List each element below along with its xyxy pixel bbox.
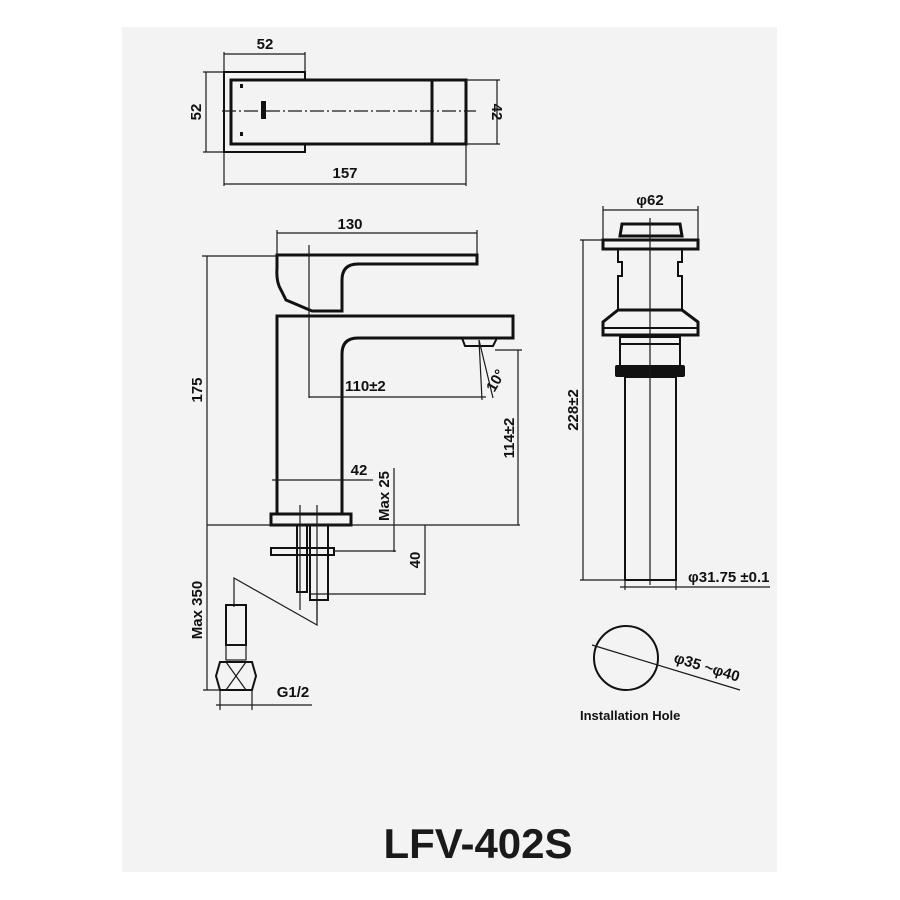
model-title: LFV-402S xyxy=(383,820,572,867)
installation-hole xyxy=(593,625,659,691)
top-view: 52 52 42 157 xyxy=(188,36,505,186)
body-width-label: 42 xyxy=(351,462,368,479)
drain-cap-diameter-label: φ62 xyxy=(636,192,663,209)
faucet-body xyxy=(275,314,515,516)
base-plate xyxy=(269,512,353,527)
installation-hole-label: Installation Hole xyxy=(580,708,680,723)
shank-length-label: 40 xyxy=(407,552,424,569)
top-total-length-label: 157 xyxy=(332,165,357,182)
valve-connector xyxy=(225,604,247,646)
spout-height-label: 114±2 xyxy=(501,418,518,459)
handle-length-label: 130 xyxy=(337,216,362,233)
aerator xyxy=(460,337,499,347)
tube-diameter-label: φ31.75 ±0.1 xyxy=(688,569,770,586)
handle xyxy=(275,253,479,313)
top-plate-height-label: 52 xyxy=(188,104,205,121)
top-spout-height-label: 42 xyxy=(488,104,505,121)
max-counter-label: Max 25 xyxy=(376,471,393,521)
height-label: 175 xyxy=(189,377,206,402)
thread-label: G1/2 xyxy=(277,684,310,701)
drawing-panel xyxy=(122,27,777,872)
hose-length-label: Max 350 xyxy=(189,581,206,639)
mounting-nut xyxy=(270,547,335,556)
top-plate-width-label: 52 xyxy=(257,36,274,53)
pop-up-drain: φ62 228±2 φ31.75 ±0.1 φ35 ~φ40 Installat… xyxy=(565,192,770,723)
side-view: 130 175 110±2 10° 114±2 42 Max 25 40 Max… xyxy=(189,216,522,710)
drain-length-label: 228±2 xyxy=(565,389,582,431)
spout-reach-label: 110±2 xyxy=(345,378,386,395)
spout-outline xyxy=(229,78,468,146)
